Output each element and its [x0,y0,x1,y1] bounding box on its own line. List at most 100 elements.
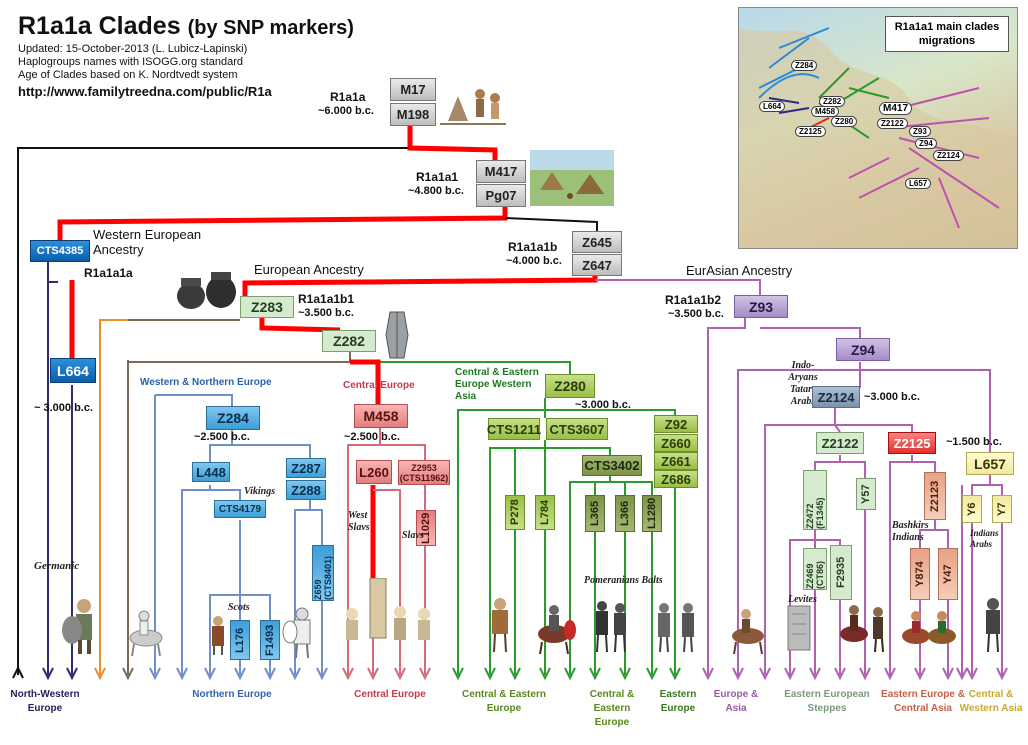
node-y57[interactable]: Y57 [856,478,876,510]
node-z2953[interactable]: Z2953 (CTS11962) [398,460,450,485]
eastern-warriors-illustration [658,603,694,653]
node-z645[interactable]: Z645 [572,231,622,253]
branch-arrowhead [264,667,276,681]
node-y7[interactable]: Y7 [992,495,1012,523]
bottom-label-central-western-asia: Central & Western Asia [959,689,1023,714]
node-z92[interactable]: Z92 [654,415,698,433]
node-l366[interactable]: L366 [615,495,635,532]
node-z282[interactable]: Z282 [322,330,376,352]
node-pg07[interactable]: Pg07 [476,184,526,207]
soldier-illustration [492,598,508,653]
node-z647[interactable]: Z647 [572,254,622,276]
node-y6[interactable]: Y6 [962,495,982,523]
l657-age: ~1.500 b.c. [946,436,1002,448]
map-node-l657: L657 [905,178,932,189]
branch-arrowhead [367,667,379,681]
node-z288[interactable]: Z288 [286,480,326,500]
node-z686[interactable]: Z686 [654,470,698,488]
branch-arrowhead [42,667,54,681]
node-z2469[interactable]: Z2469 (CT86) [803,548,827,590]
node-l365[interactable]: L365 [585,495,605,532]
source-url[interactable]: http://www.familytreedna.com/public/R1a [18,84,272,99]
branch-arrowhead [884,667,896,681]
node-l657[interactable]: L657 [966,452,1014,475]
node-m17[interactable]: M17 [390,78,436,101]
levites-label: Levites [788,594,817,605]
updated-text: Updated: 15-October-2013 (L. Lubicz-Lapi… [18,43,248,55]
bottom-label-central-eastern-europe-1: Central & Eastern Europe [462,689,546,714]
node-p278[interactable]: P278 [505,495,525,530]
node-z2122[interactable]: Z2122 [816,432,864,454]
branch-arrowhead [589,667,601,681]
node-l784[interactable]: L784 [535,495,555,530]
bashkirs-label: Bashkirs Indians [892,520,929,543]
node-cts4179[interactable]: CTS4179 [214,500,266,518]
map-node-z2122: Z2122 [877,118,908,129]
node-z659[interactable]: Z659 (CTS8401) [312,545,334,601]
node-cts3402[interactable]: CTS3402 [582,455,642,476]
branch-arrowhead [619,667,631,681]
western-ancestry-label: Western European Ancestry [93,227,202,257]
indians-arabs-label: Indians Arabs [970,528,999,549]
node-y874[interactable]: Y874 [910,548,930,600]
node-m198[interactable]: M198 [390,103,436,126]
node-z283[interactable]: Z283 [240,296,294,318]
node-cts3607[interactable]: CTS3607 [546,418,608,440]
z283-age: ~3.500 b.c. [298,307,354,319]
node-l664[interactable]: L664 [50,358,96,383]
balt-warriors-illustration [596,601,626,653]
map-legend: R1a1a1 main clades migrations [885,16,1009,52]
branch-arrowhead [859,667,871,681]
z2124-age: ~3.000 b.c. [864,391,920,403]
node-z280[interactable]: Z280 [545,374,595,398]
z284-age: ~2.500 b.c. [194,431,250,443]
z2124-region: Indo-Aryans Tatars Arabs [788,360,818,407]
node-l176[interactable]: L176 [230,620,250,660]
bottom-label-central-eastern-europe-2: Central & Eastern Europe [589,689,635,728]
map-node-z94: Z94 [915,138,937,149]
node-m458[interactable]: M458 [354,404,408,428]
node-z284[interactable]: Z284 [206,406,260,430]
z280-age: ~3.000 b.c. [575,399,631,411]
node-cts1211[interactable]: CTS1211 [487,418,541,440]
node-z2123[interactable]: Z2123 [924,472,946,520]
node-y47[interactable]: Y47 [938,548,958,600]
node-cts4385[interactable]: CTS4385 [30,240,90,262]
node-z94[interactable]: Z94 [836,338,890,361]
m458-age: ~2.500 b.c. [344,431,400,443]
map-node-z2124: Z2124 [933,150,964,161]
node-z287[interactable]: Z287 [286,458,326,478]
branch-arrowhead [484,667,496,681]
bottom-label-northern-europe: Northern Europe [192,689,272,700]
node-l1280[interactable]: L1280 [642,495,662,532]
germanic-warrior-illustration [62,599,92,654]
node-l448[interactable]: L448 [192,462,230,482]
map-node-m417: M417 [879,102,913,115]
branch-arrowhead [289,667,301,681]
scot-figure-illustration [212,616,224,655]
node-l260[interactable]: L260 [356,460,392,484]
map-arrows [739,27,1017,248]
branch-arrowhead [669,667,681,681]
branch-arrowhead [204,667,216,681]
knight-illustration [538,605,576,654]
european-ancestry-label: European Ancestry [254,262,364,277]
node-z2124[interactable]: Z2124 [812,386,860,408]
bottom-label-eastern-europe-central-asia: Eastern Europe & Central Asia [881,689,965,714]
node-z661[interactable]: Z661 [654,452,698,470]
node-z2125[interactable]: Z2125 [888,432,936,454]
z280-region: Central & Eastern Europe Western Asia [455,367,539,402]
node-z93[interactable]: Z93 [734,295,788,318]
node-m417[interactable]: M417 [476,160,526,183]
z93-label: R1a1a1b2 [665,293,722,307]
node-f2935[interactable]: F2935 [830,545,852,600]
viking-figure-illustration [282,607,311,658]
branch-arrowhead [809,667,821,681]
m458-region: Central Europe [343,380,415,391]
z283-label: R1a1a1b1 [298,292,355,306]
node-z2472[interactable]: Z2472 (F1345) [803,470,827,530]
bottom-label-central-europe: Central Europe [354,689,426,700]
node-f1493[interactable]: F1493 [260,620,280,660]
node-z660[interactable]: Z660 [654,434,698,452]
